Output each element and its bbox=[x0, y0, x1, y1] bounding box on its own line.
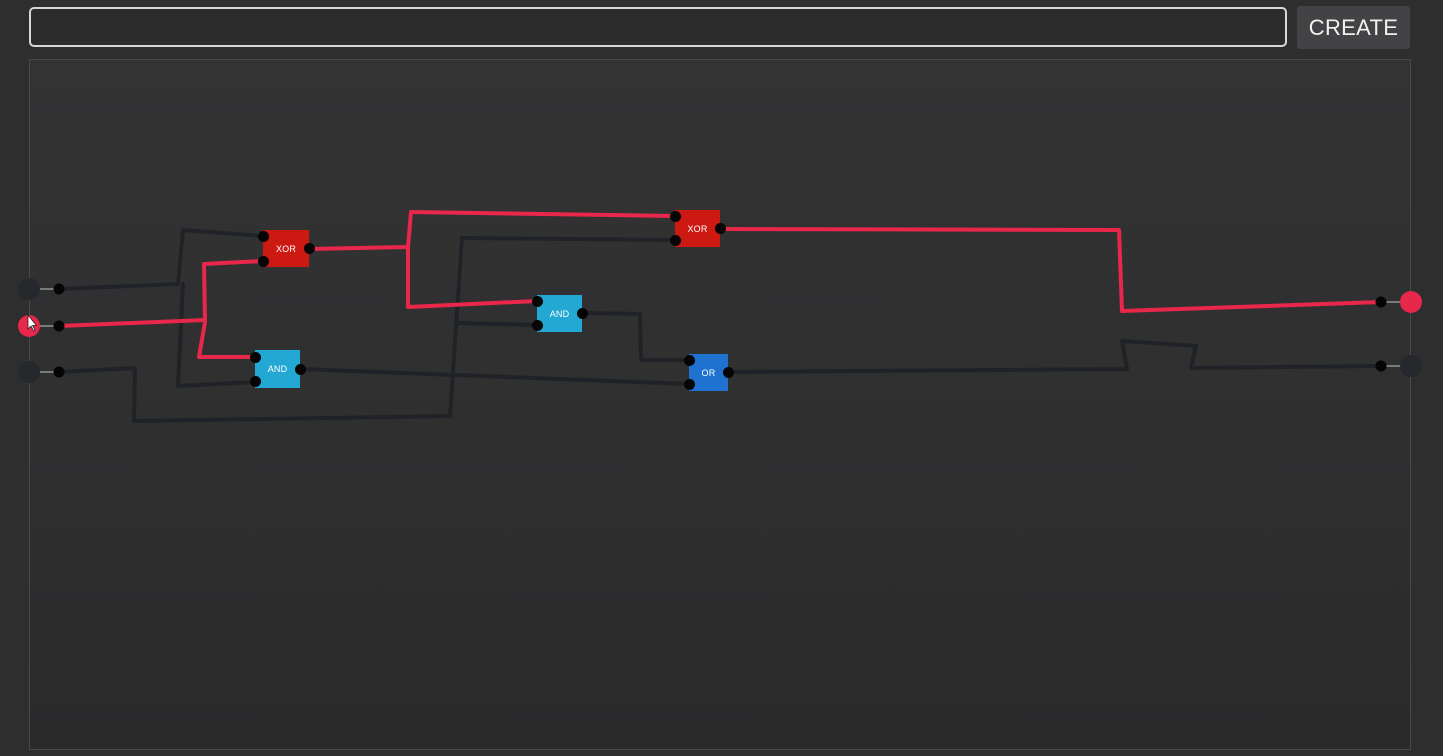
and-gate-output-pin[interactable] bbox=[577, 308, 588, 319]
wire-input2-to-and1-a[interactable] bbox=[197, 320, 257, 359]
xor-gate-input-pin[interactable] bbox=[670, 235, 681, 246]
wire-input1-to-xor1-a[interactable] bbox=[57, 228, 265, 291]
wire-xor2-to-output1[interactable] bbox=[718, 227, 1383, 313]
and-gate-input-pin[interactable] bbox=[532, 320, 543, 331]
xor-gate-input-pin[interactable] bbox=[258, 231, 269, 242]
input-toggle-2[interactable] bbox=[18, 315, 40, 337]
gate-label: XOR bbox=[275, 243, 297, 254]
circuit-workspace[interactable] bbox=[29, 59, 1411, 750]
xor-gate[interactable]: XOR bbox=[263, 230, 309, 267]
and-gate-input-pin[interactable] bbox=[250, 376, 261, 387]
output-pin-1[interactable] bbox=[1375, 296, 1387, 308]
input-pin-1[interactable] bbox=[53, 283, 65, 295]
and-gate-output-pin[interactable] bbox=[295, 364, 306, 375]
wire-and1-to-or-b[interactable] bbox=[298, 367, 691, 386]
xor-gate-input-pin[interactable] bbox=[670, 211, 681, 222]
wire-and2-to-or-a[interactable] bbox=[580, 311, 691, 362]
input-pin-3[interactable] bbox=[53, 366, 65, 378]
gate-label: AND bbox=[549, 308, 570, 319]
and-gate[interactable]: AND bbox=[255, 350, 300, 388]
input-pin-2[interactable] bbox=[53, 320, 65, 332]
or-gate-input-pin[interactable] bbox=[684, 379, 695, 390]
and-gate-input-pin[interactable] bbox=[532, 296, 543, 307]
create-button[interactable]: CREATE bbox=[1297, 6, 1410, 49]
gate-label: XOR bbox=[687, 223, 708, 234]
toolbar: CREATE bbox=[0, 0, 1443, 56]
or-gate[interactable]: OR bbox=[689, 354, 728, 391]
gate-label: AND bbox=[267, 364, 288, 374]
gate-label: OR bbox=[701, 367, 716, 378]
wire-input1-to-and1-b[interactable] bbox=[176, 282, 257, 388]
component-name-input[interactable] bbox=[29, 7, 1287, 47]
wire-input2-to-xor1-b[interactable] bbox=[57, 259, 265, 328]
input-toggle-1[interactable] bbox=[18, 278, 40, 300]
wire-or-to-output2[interactable] bbox=[726, 339, 1383, 374]
input-toggle-3[interactable] bbox=[18, 361, 40, 383]
xor-gate-input-pin[interactable] bbox=[258, 256, 269, 267]
output-pin-2[interactable] bbox=[1375, 360, 1387, 372]
wire-input3-to-and2-b[interactable] bbox=[455, 321, 539, 327]
or-gate-input-pin[interactable] bbox=[684, 355, 695, 366]
and-gate-input-pin[interactable] bbox=[250, 352, 261, 363]
xor-gate-output-pin[interactable] bbox=[304, 243, 315, 254]
wire-input3-to-xor2-b[interactable] bbox=[57, 236, 677, 423]
wire-xor1-to-and2-a[interactable] bbox=[406, 245, 539, 309]
and-gate[interactable]: AND bbox=[537, 295, 582, 332]
xor-gate[interactable]: XOR bbox=[675, 210, 720, 247]
or-gate-output-pin[interactable] bbox=[723, 367, 734, 378]
wire-xor1-to-xor2-a[interactable] bbox=[307, 210, 677, 251]
xor-gate-output-pin[interactable] bbox=[715, 223, 726, 234]
